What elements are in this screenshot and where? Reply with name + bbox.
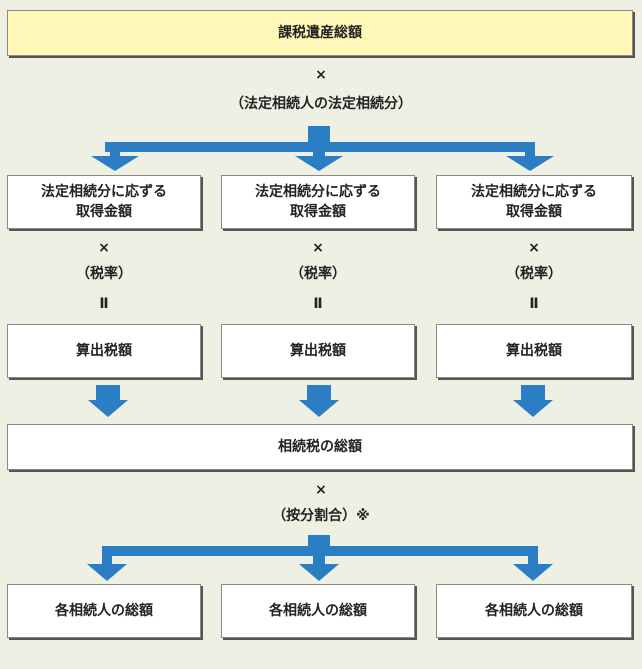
top-branch-right-stem xyxy=(525,142,535,158)
acquisition-amount-box-2: 法定相続分に応ずる 取得金額 xyxy=(221,175,415,229)
calculated-tax-box-1: 算出税額 xyxy=(7,324,201,378)
total-inheritance-tax-box: 相続税の総額 xyxy=(7,424,633,470)
taxable-estate-total-label: 課税遺産総額 xyxy=(278,24,362,41)
tax-rate-label-3: （税率） xyxy=(506,266,562,282)
calculated-tax-label-2: 算出税額 xyxy=(290,342,346,359)
equals-symbol-2: Ⅱ xyxy=(313,296,323,312)
acquisition-amount-line2: 取得金額 xyxy=(506,204,562,220)
calculated-tax-box-3: 算出税額 xyxy=(436,324,632,378)
calculated-tax-label-1: 算出税額 xyxy=(76,342,132,359)
top-left-arrowhead xyxy=(91,156,139,171)
top-branch-center-stem xyxy=(313,142,325,158)
acquisition-amount-box-3: 法定相続分に応ずる 取得金額 xyxy=(436,175,632,229)
acquisition-amount-line1: 法定相続分に応ずる xyxy=(41,183,167,200)
calculated-tax-label-3: 算出税額 xyxy=(506,342,562,359)
bottom-branch-right-stem xyxy=(528,546,538,566)
heir-total-label-3: 各相続人の総額 xyxy=(485,602,583,619)
acquisition-amount-line1: 法定相続分に応ずる xyxy=(471,183,597,200)
mid-right-arrowhead xyxy=(513,400,553,417)
heir-total-label-2: 各相続人の総額 xyxy=(269,602,367,619)
acquisition-amount-line1: 法定相続分に応ずる xyxy=(255,183,381,200)
heir-total-box-1: 各相続人の総額 xyxy=(7,584,201,638)
acquisition-amount-line2: 取得金額 xyxy=(290,204,346,220)
top-times-symbol: × xyxy=(315,67,327,83)
statutory-share-label: （法定相続人の法定相続分） xyxy=(230,96,412,112)
equals-symbol-3: Ⅱ xyxy=(529,296,539,312)
heir-total-label-1: 各相続人の総額 xyxy=(55,602,153,619)
times-symbol-3: × xyxy=(528,240,540,256)
taxable-estate-total-box: 課税遺産総額 xyxy=(7,10,633,56)
acquisition-amount-box-1: 法定相続分に応ずる 取得金額 xyxy=(7,175,201,229)
equals-symbol-1: Ⅱ xyxy=(99,296,109,312)
acquisition-amount-line2: 取得金額 xyxy=(76,204,132,220)
mid-left-arrow-stem xyxy=(96,385,120,401)
calculated-tax-box-2: 算出税額 xyxy=(221,324,415,378)
tax-rate-label-1: （税率） xyxy=(76,266,132,282)
top-right-arrowhead xyxy=(506,156,554,171)
top-center-arrowhead xyxy=(295,156,343,171)
bottom-branch-center-stem xyxy=(313,546,325,566)
tax-rate-label-2: （税率） xyxy=(290,266,346,282)
total-inheritance-tax-label: 相続税の総額 xyxy=(278,438,362,455)
bottom-left-arrowhead xyxy=(87,564,127,581)
bottom-right-arrowhead xyxy=(513,564,553,581)
heir-total-box-2: 各相続人の総額 xyxy=(221,584,415,638)
times-symbol-2: × xyxy=(312,240,324,256)
mid-center-arrowhead xyxy=(299,400,339,417)
mid-left-arrowhead xyxy=(88,400,128,417)
bottom-times-symbol: × xyxy=(315,482,327,498)
bottom-branch-left-stem xyxy=(102,546,112,566)
times-symbol-1: × xyxy=(98,240,110,256)
allocation-ratio-label: （按分割合）※ xyxy=(272,508,370,524)
mid-right-arrow-stem xyxy=(521,385,545,401)
mid-center-arrow-stem xyxy=(307,385,331,401)
bottom-center-arrowhead xyxy=(299,564,339,581)
top-branch-left-stem xyxy=(110,142,120,158)
heir-total-box-3: 各相続人の総額 xyxy=(436,584,632,638)
